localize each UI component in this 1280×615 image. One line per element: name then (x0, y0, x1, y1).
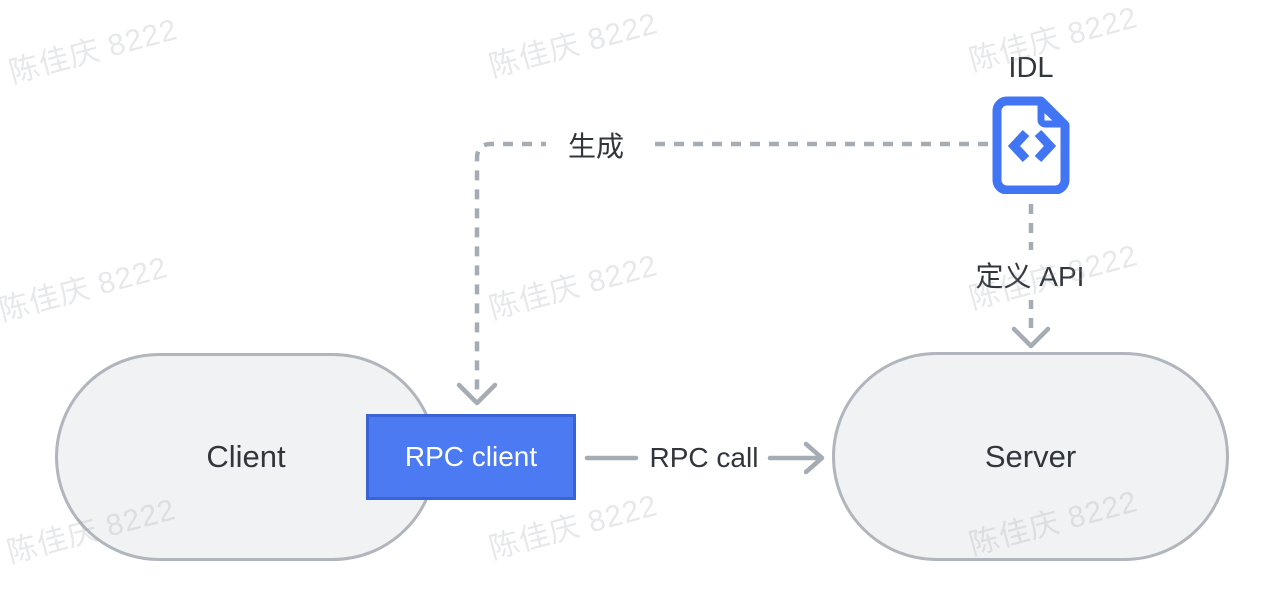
edge-generate-path (474, 141, 988, 392)
file-code-icon (992, 96, 1070, 194)
edge-rpc-call-label: RPC call (642, 439, 766, 477)
edge-rpc-call (584, 441, 825, 475)
edge-define-api-arrowhead (1011, 326, 1051, 349)
server-node-label: Server (984, 438, 1077, 474)
edge-generate-arrowhead (456, 382, 498, 406)
edge-generate-label: 生成 (546, 123, 646, 167)
idl-node-label: IDL (1008, 52, 1054, 84)
client-node-label: Client (206, 439, 286, 474)
edge-rpc-call-arrowhead (803, 441, 825, 475)
rpc-client-node: RPC client (366, 414, 576, 500)
rpc-client-node-label: RPC client (404, 441, 538, 472)
edge-generate (456, 141, 988, 406)
server-node: Server (832, 352, 1229, 561)
edge-define-api-label: 定义 API (964, 250, 1096, 300)
